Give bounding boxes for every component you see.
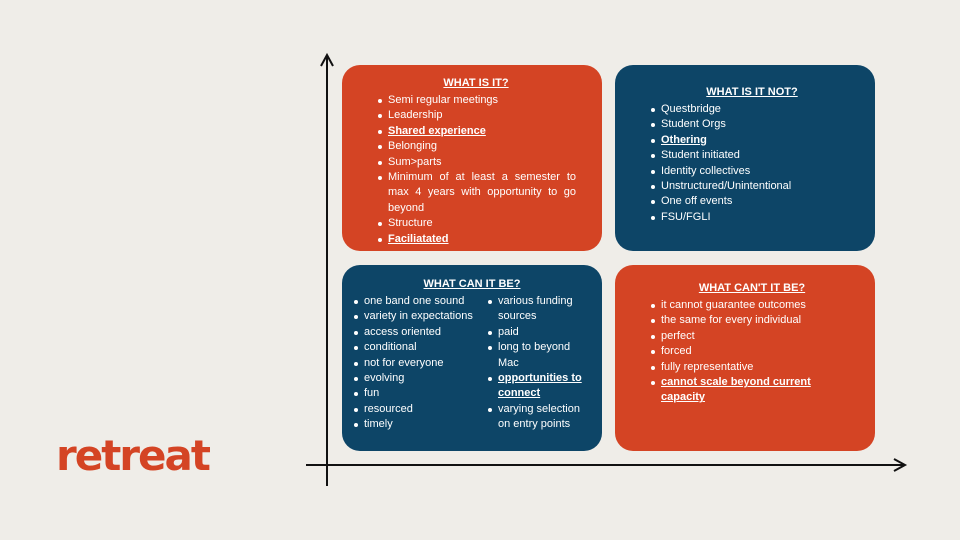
item-list: Questbridge Student Orgs Othering Studen… <box>649 102 855 225</box>
item-columns: one band one sound variety in expectatio… <box>352 294 592 433</box>
list-item: cannot scale beyond current capacity <box>649 375 855 406</box>
list-item: Unstructured/Unintentional <box>649 179 855 194</box>
list-item: fully representative <box>649 360 855 375</box>
retreat-logo: retreat <box>56 431 211 480</box>
list-item: not for everyone <box>352 356 486 371</box>
list-item: Student Orgs <box>649 117 855 132</box>
list-item: Othering <box>649 133 855 148</box>
list-item: various funding sources <box>486 294 590 325</box>
list-item: long to beyond Mac <box>486 340 590 371</box>
quadrant-what-is-it: WHAT IS IT? Semi regular meetings Leader… <box>342 65 602 251</box>
list-item: Student initiated <box>649 148 855 163</box>
list-item: conditional <box>352 340 486 355</box>
list-item: opportunities to connect <box>486 371 590 402</box>
list-item: Questbridge <box>649 102 855 117</box>
list-item: Minimum of at least a semester to max 4 … <box>376 170 576 216</box>
list-item: access oriented <box>352 325 486 340</box>
x-axis <box>306 458 908 472</box>
list-item: fun <box>352 386 486 401</box>
list-item: variety in expectations <box>352 309 486 324</box>
item-list-left: one band one sound variety in expectatio… <box>352 294 486 433</box>
list-item: varying selection on entry points <box>486 402 590 433</box>
list-item: evolving <box>352 371 486 386</box>
item-list: it cannot guarantee outcomes the same fo… <box>649 298 855 406</box>
quadrant-title: WHAT IS IT NOT? <box>706 86 798 98</box>
y-axis <box>320 52 334 486</box>
list-item: Leadership <box>376 108 576 123</box>
list-item: paid <box>486 325 590 340</box>
list-item: Identity collectives <box>649 164 855 179</box>
list-item: Sum>parts <box>376 155 576 170</box>
quadrant-what-cant-it-be: WHAT CAN'T IT BE? it cannot guarantee ou… <box>615 265 875 451</box>
list-item: timely <box>352 417 486 432</box>
list-item: resourced <box>352 402 486 417</box>
quadrant-what-is-it-not: WHAT IS IT NOT? Questbridge Student Orgs… <box>615 65 875 251</box>
list-item: FSU/FGLI <box>649 210 855 225</box>
list-item: Belonging <box>376 139 576 154</box>
list-item: Structure <box>376 216 576 231</box>
list-item: perfect <box>649 329 855 344</box>
list-item: one band one sound <box>352 294 486 309</box>
list-item: forced <box>649 344 855 359</box>
list-item: Semi regular meetings <box>376 93 576 108</box>
item-list: Semi regular meetings Leadership Shared … <box>376 93 576 247</box>
list-item: the same for every individual <box>649 313 855 328</box>
quadrant-title: WHAT CAN'T IT BE? <box>698 282 806 294</box>
list-item: it cannot guarantee outcomes <box>649 298 855 313</box>
quadrant-what-can-it-be: WHAT CAN IT BE? one band one sound varie… <box>342 265 602 451</box>
list-item: Shared experience <box>376 124 576 139</box>
quadrant-title: WHAT IS IT? <box>443 77 509 89</box>
item-list-right: various funding sources paid long to bey… <box>486 294 590 433</box>
list-item: Faciliatated <box>376 232 576 247</box>
list-item: One off events <box>649 194 855 209</box>
quadrant-title: WHAT CAN IT BE? <box>423 278 521 290</box>
